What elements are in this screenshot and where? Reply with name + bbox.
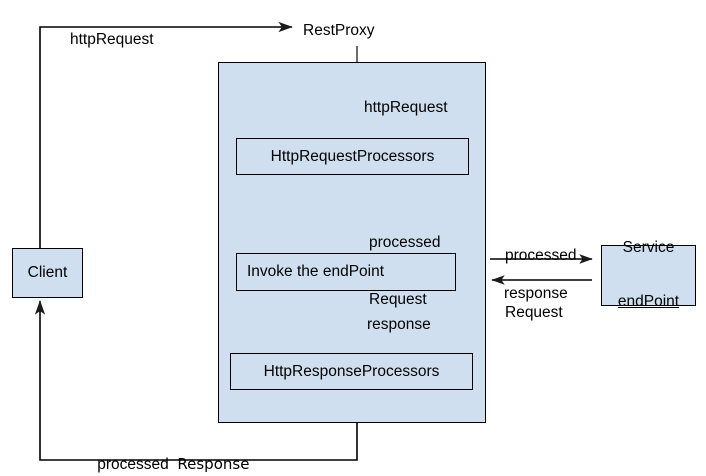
node-service-endpoint-line1: Service (622, 239, 675, 257)
node-invoke-endpoint[interactable]: Invoke the endPoint (236, 253, 456, 291)
edge-label-proxy-into-request-processors: httpRequest (364, 99, 448, 116)
node-http-response-processors-label: HttpResponseProcessors (263, 362, 440, 380)
edge-label-line1: processed (505, 246, 577, 264)
node-http-request-processors[interactable]: HttpRequestProcessors (236, 138, 469, 175)
node-http-response-processors[interactable]: HttpResponseProcessors (230, 353, 473, 390)
node-service-endpoint-line2: endPoint (617, 293, 680, 311)
node-service-endpoint[interactable]: Service endPoint (601, 239, 696, 310)
edge-label-word-processed: processed (97, 456, 169, 474)
edge-label-client-to-restproxy: httpRequest (70, 31, 154, 48)
node-invoke-endpoint-label: Invoke the endPoint (247, 263, 385, 281)
edge-label-line2: Request (505, 303, 563, 321)
edge-label-proxy-back-to-client: processed Response (80, 438, 249, 476)
restproxy-title: RestProxy (303, 22, 375, 39)
node-client-label: Client (27, 264, 68, 282)
edge-label-service-to-proxy: response (504, 285, 568, 302)
node-http-request-processors-label: HttpRequestProcessors (270, 147, 435, 165)
edge-label-line1: processed (369, 233, 441, 251)
edge-label-proxy-to-service: processed Request (505, 209, 577, 360)
edge-label-invoke-to-response-processors: response (367, 316, 431, 333)
edge-label-word-response: Response (177, 455, 250, 474)
edge-label-line2: Request (369, 290, 427, 308)
edge-label-request-processors-to-invoke: processed Request (369, 196, 441, 347)
node-client[interactable]: Client (12, 248, 83, 298)
